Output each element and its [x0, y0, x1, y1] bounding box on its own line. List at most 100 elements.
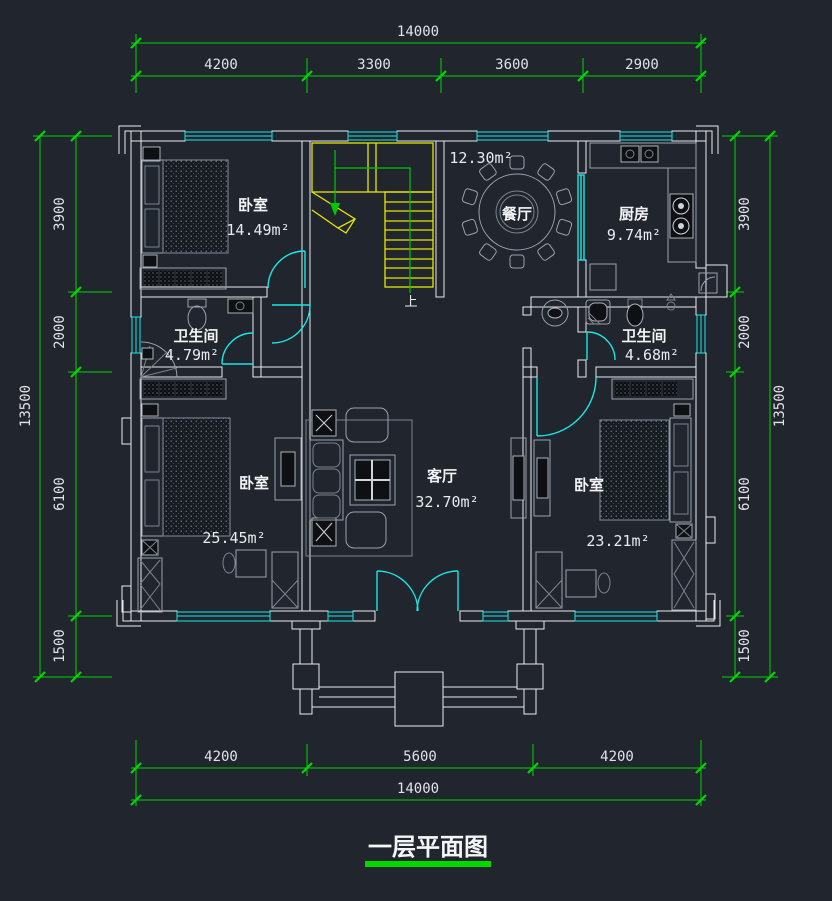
- furniture-bath1: [140, 298, 254, 378]
- dim-right-total: 13500: [772, 385, 788, 427]
- windows: [131, 131, 706, 622]
- furniture-bedroom2: [137, 378, 302, 613]
- room-area-dining: 12.30m²: [449, 149, 512, 167]
- door-bath1: [221, 332, 254, 365]
- chair: [597, 572, 611, 594]
- door-bedroom1: [267, 250, 306, 289]
- room-area-bath1: 4.79m²: [165, 346, 219, 364]
- wall-piers: [116, 125, 728, 627]
- window-entry-right: [482, 611, 509, 622]
- dim-bottom-seg-1: 4200: [204, 749, 238, 765]
- armchair: [345, 407, 389, 443]
- shower-head: [666, 301, 676, 311]
- room-label-dining: 餐厅: [502, 205, 532, 223]
- fridge: [589, 263, 617, 291]
- door-hall-vestibule: [271, 304, 311, 344]
- entry-step: [394, 671, 444, 727]
- dim-top-seg-4: 2900: [625, 57, 659, 73]
- room-area-kitchen: 9.74m²: [607, 226, 661, 244]
- counter-top: [589, 142, 697, 169]
- room-area-bedroom2: 25.45m²: [202, 529, 265, 547]
- dining-table: [478, 173, 556, 251]
- dim-right-seg-2: 2000: [737, 315, 753, 349]
- door-entry-double: [376, 570, 459, 612]
- washer: [585, 299, 611, 325]
- dim-bottom-total: 14000: [397, 781, 439, 797]
- furniture-living: [305, 407, 527, 557]
- door-bath2: [586, 331, 616, 361]
- window-bedroom1-top: [184, 131, 273, 141]
- interior-walls: [140, 140, 697, 612]
- toilet-tank: [187, 298, 207, 308]
- room-label-bath1: 卫生间: [173, 327, 218, 345]
- doors: [221, 174, 718, 612]
- dim-bottom-seg-2: 5600: [403, 749, 437, 765]
- bed: [162, 417, 231, 537]
- staircase: 上: [311, 142, 434, 310]
- armchair: [345, 511, 387, 549]
- wardrobe: [139, 267, 227, 290]
- coffee-table: [349, 454, 396, 506]
- room-labels: 卧室 14.49m² 12.30m² 餐厅 厨房 9.74m² 卫生间 4.79…: [165, 149, 679, 550]
- dim-top-seg-1: 4200: [204, 57, 238, 73]
- basin: [541, 299, 569, 327]
- furniture-bedroom1: [139, 146, 229, 290]
- window-entry-left: [327, 611, 354, 622]
- stair-direction-path: [330, 150, 411, 293]
- dim-right-seg-4: 1500: [737, 629, 753, 663]
- tv: [280, 451, 296, 487]
- rug: [305, 419, 413, 557]
- tv: [536, 457, 549, 499]
- dim-bottom-seg-3: 4200: [600, 749, 634, 765]
- door-kitchen-slider: [577, 174, 585, 261]
- room-label-living: 客厅: [426, 467, 457, 485]
- furniture-bedroom3: [533, 378, 697, 611]
- room-label-bath2: 卫生间: [621, 327, 666, 345]
- tv: [512, 455, 525, 501]
- sink: [227, 298, 254, 314]
- room-area-bedroom1: 14.49m²: [226, 221, 289, 239]
- desk: [565, 569, 597, 598]
- dim-top-seg-3: 3600: [495, 57, 529, 73]
- furniture-kitchen: [589, 142, 697, 291]
- room-label-bedroom1: 卧室: [238, 196, 268, 214]
- dim-left-seg-2: 2000: [52, 315, 68, 349]
- lamp: [141, 403, 159, 417]
- drawing-title: 一层平面图: [365, 833, 491, 867]
- window-bedroom3-bottom: [574, 611, 658, 622]
- dim-right-seg-1: 3900: [737, 197, 753, 231]
- rear-stoop: [705, 264, 728, 298]
- room-area-living: 32.70m²: [415, 493, 478, 511]
- door-kitchen-rear: [698, 272, 718, 294]
- dimension-bottom: 4200 5600 4200 14000: [130, 740, 707, 806]
- dimension-left: 13500 3900 2000 6100 1500: [18, 130, 112, 683]
- window-dining-top: [476, 131, 549, 141]
- dining-chairs: [461, 155, 573, 269]
- room-area-bath2: 4.68m²: [625, 346, 679, 364]
- side-table: [311, 517, 337, 547]
- counter-right: [667, 167, 697, 263]
- toilet: [626, 303, 644, 327]
- dim-left-seg-3: 6100: [52, 477, 68, 511]
- cabinet: [271, 551, 299, 609]
- sink-bowl: [620, 145, 640, 163]
- sofa: [309, 439, 344, 521]
- bed: [162, 159, 229, 254]
- dimension-right: 13500 3900 2000 6100 1500: [722, 130, 788, 683]
- wardrobe-tall: [137, 557, 163, 613]
- title-underline: [365, 861, 491, 867]
- furniture-dining: [461, 155, 573, 269]
- window-stair-top: [347, 131, 398, 141]
- tv-stand: [533, 439, 551, 517]
- room-area-bedroom3: 23.21m²: [586, 532, 649, 550]
- sink-bowl: [640, 145, 659, 163]
- dim-right-seg-3: 6100: [737, 477, 753, 511]
- dim-left-seg-4: 1500: [52, 629, 68, 663]
- nightstand: [142, 146, 161, 162]
- dim-top-total: 14000: [397, 24, 439, 40]
- dim-left-seg-1: 3900: [52, 197, 68, 231]
- room-label-kitchen: 厨房: [619, 205, 649, 223]
- cabinet: [535, 551, 563, 609]
- toilet: [187, 305, 207, 331]
